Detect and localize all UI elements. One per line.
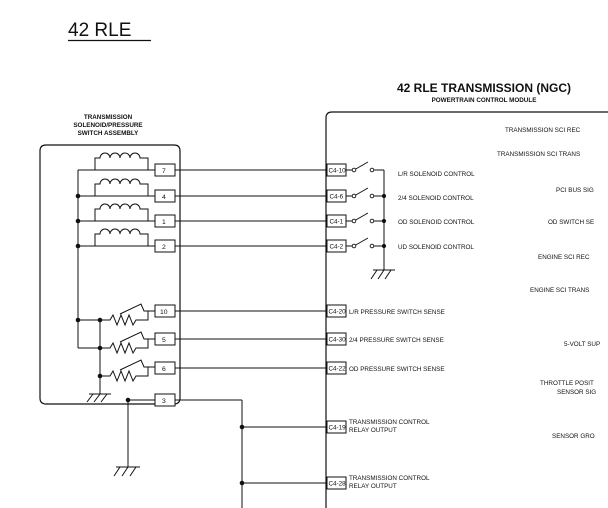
pcm-switch-contacts: [351, 167, 375, 249]
pin3-junction-dot: [125, 397, 131, 403]
interconnect-wires: [175, 169, 327, 508]
connector-c4-20: C4-20: [329, 309, 347, 316]
pressure-switch-24: [100, 331, 155, 355]
pin-label-7: 7: [162, 168, 166, 175]
connector-c4-1: C4-1: [330, 219, 344, 226]
connector-c4-6: C4-6: [330, 194, 344, 201]
circuit-lr-pressure-switch-sense: L/R PRESSURE SWITCH SENSE: [349, 309, 445, 316]
coil-ud-solenoid: [94, 228, 155, 247]
label-5-volt-sup: 5-VOLT SUP: [564, 341, 600, 348]
left-module-title-line-1: TRANSMISSION: [84, 114, 133, 121]
pcm-connector-boxes: [326, 163, 347, 490]
pin-label-3: 3: [162, 398, 166, 405]
left-common-bus: [77, 169, 100, 349]
label-throttle-posit: THROTTLE POSIT: [540, 380, 594, 387]
pin-label-2: 2: [162, 244, 166, 251]
connector-c4-28: C4-28: [329, 481, 347, 488]
pcm-box: [325, 111, 608, 508]
circuit-od-solenoid-control: OD SOLENOID CONTROL: [398, 219, 475, 226]
coil-od-solenoid: [94, 203, 155, 222]
relay-output-1-line-1: TRANSMISSION CONTROL: [349, 419, 430, 426]
solenoid-coils: [94, 152, 155, 247]
connector-c4-2: C4-2: [330, 244, 344, 251]
coil-24-solenoid: [94, 178, 155, 197]
pin3-ground: [113, 399, 155, 477]
label-pci-bus-sig: PCI BUS SIG: [556, 187, 594, 194]
left-pin-boxes: [154, 163, 176, 407]
label-sensor-gro: SENSOR GRO: [552, 433, 595, 440]
circuit-ud-solenoid-control: UD SOLENOID CONTROL: [398, 244, 474, 251]
circuit-24-pressure-switch-sense: 2/4 PRESSURE SWITCH SENSE: [349, 337, 444, 344]
label-engine-sci-rec: ENGINE SCI REC: [538, 254, 590, 261]
circuit-lr-solenoid-control: L/R SOLENOID CONTROL: [398, 171, 475, 178]
pin-label-6: 6: [162, 366, 166, 373]
circuit-od-pressure-switch-sense: OD PRESSURE SWITCH SENSE: [349, 366, 445, 373]
page-title: 42 RLE: [68, 20, 131, 41]
pressure-switch-lr: [100, 303, 155, 327]
pin-label-4: 4: [162, 194, 166, 201]
pin-label-10: 10: [160, 309, 168, 316]
label-transmission-sci-rec: TRANSMISSION SCI REC: [505, 127, 581, 134]
left-module-title-line-2: SOLENOID/PRESSURE: [73, 122, 142, 129]
pressure-switch-od: [100, 359, 155, 383]
pin-label-5: 5: [162, 337, 166, 344]
right-module-title: 42 RLE TRANSMISSION (NGC): [397, 81, 571, 95]
left-junction-dots: [75, 193, 103, 379]
relay-output-2-line-1: TRANSMISSION CONTROL: [349, 475, 430, 482]
circuit-24-solenoid-control: 2/4 SOLENOID CONTROL: [398, 195, 474, 202]
right-module-subtitle: POWERTRAIN CONTROL MODULE: [432, 97, 537, 104]
pin-label-1: 1: [162, 219, 166, 226]
label-transmission-sci-trans: TRANSMISSION SCI TRANS: [497, 151, 580, 158]
relay-junction-dots: [239, 424, 245, 486]
connector-c4-19: C4-19: [329, 425, 347, 432]
connector-c4-10: C4-10: [329, 168, 347, 175]
label-sensor-sig: SENSOR SIG: [557, 389, 596, 396]
relay-output-2-line-2: RELAY OUTPUT: [349, 483, 397, 490]
label-engine-sci-trans: ENGINE SCI TRANS: [530, 287, 589, 294]
connector-c4-30: C4-30: [329, 337, 347, 344]
coil-lr-solenoid: [94, 152, 155, 171]
label-od-switch-se: OD SWITCH SE: [548, 219, 594, 226]
pressure-switches: [86, 303, 155, 403]
left-module-title-line-3: SWITCH ASSEMBLY: [78, 130, 140, 137]
connector-c4-22: C4-22: [329, 366, 347, 373]
relay-output-1-line-2: RELAY OUTPUT: [349, 427, 397, 434]
pcm-switch-bus-dots: [381, 193, 387, 249]
